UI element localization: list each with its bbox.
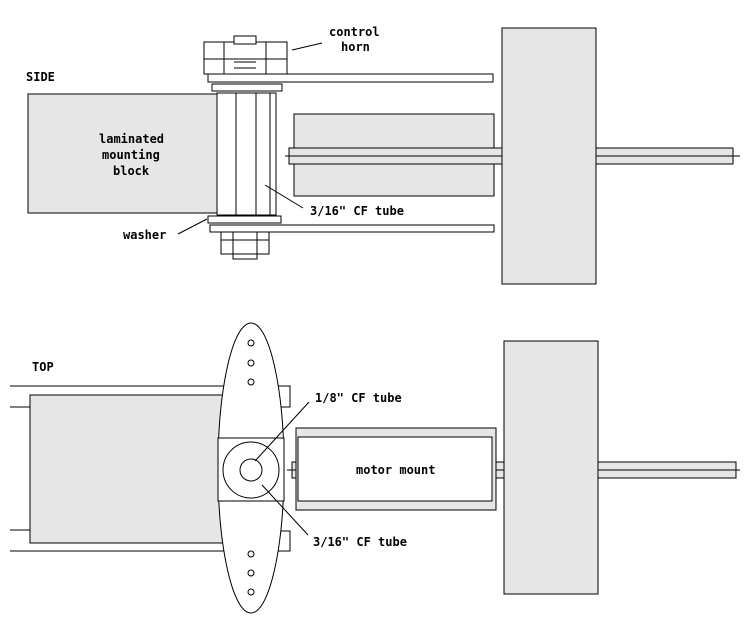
- side-view-title: SIDE: [26, 70, 55, 84]
- side-propeller: [501, 27, 597, 285]
- top-tube-label: 3/16" CF tube: [313, 535, 407, 549]
- side-tube-label: 3/16" CF tube: [310, 204, 404, 218]
- horn-hole: [247, 550, 255, 558]
- leader-washer: [177, 218, 208, 235]
- horn-hole: [247, 359, 255, 367]
- top-mounting-block: [29, 394, 229, 544]
- block-label-2: mounting: [102, 148, 160, 162]
- washer-label: washer: [123, 228, 166, 242]
- block-label-1: laminated: [99, 132, 164, 146]
- leader-side-tube: [264, 184, 304, 209]
- horn-hole: [247, 378, 255, 386]
- side-washer-top: [211, 83, 283, 92]
- leader-top-tube: [261, 484, 309, 536]
- side-view: SIDE control horn laminated mounting blo…: [26, 25, 740, 285]
- side-cf-tube: [216, 92, 277, 216]
- top-propeller: [503, 340, 599, 595]
- horn-hole: [247, 339, 255, 347]
- small-tube-label: 1/8" CF tube: [315, 391, 402, 405]
- top-cf-tube-1-8: [239, 458, 263, 482]
- side-control-horn-arm-top: [207, 73, 494, 83]
- side-washer-bottom: [207, 215, 282, 224]
- leader-small-tube: [254, 401, 310, 462]
- motor-mount-label: motor mount: [356, 463, 435, 477]
- top-motor-mount: [297, 436, 493, 502]
- side-control-horn-arm-bottom: [209, 224, 495, 233]
- side-nut-top: [203, 41, 288, 75]
- horn-hole: [247, 588, 255, 596]
- side-mounting-block: [27, 93, 219, 214]
- leader-control-horn: [291, 42, 323, 51]
- top-view-title: TOP: [32, 360, 54, 374]
- top-view: TOP 1/8" CF tube motor mount 3/16" CF tu…: [10, 322, 740, 614]
- control-horn-label-2: horn: [341, 40, 370, 54]
- side-nut-bottom: [220, 231, 270, 255]
- block-label-3: block: [113, 164, 150, 178]
- control-horn-label-1: control: [329, 25, 380, 39]
- horn-hole: [247, 569, 255, 577]
